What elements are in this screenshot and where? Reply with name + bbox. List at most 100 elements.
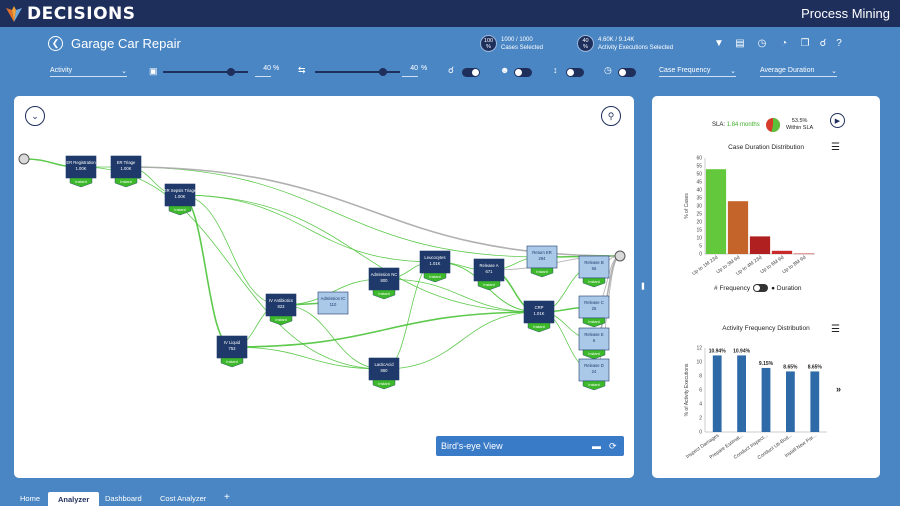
collapse-button[interactable]: ⌄ [25,106,45,126]
tab-add[interactable]: + [224,492,230,503]
node-duration-badge [582,277,606,288]
bar [771,250,793,254]
node-count: 110 [330,302,337,307]
activity-slider[interactable] [163,68,248,76]
executions-selected-stat[interactable]: 40% 4.60K / 9.14K Activity Executions Se… [577,35,673,52]
panel-resize-handle[interactable]: ❚ [640,283,646,290]
help-icon[interactable]: ? [836,38,842,49]
node-duration: Instant [75,180,87,184]
average-duration-select[interactable]: Average Duration⌄ [760,65,837,77]
zoom-search-button[interactable]: ⚲ [601,106,621,126]
bottom-tabs: Home Analyzer Dashboard Cost Analyzer + [0,490,900,506]
node-duration-badge [582,380,606,391]
hamburger-menu-icon[interactable]: ☰ [831,142,840,153]
vertical-toggle[interactable] [566,68,584,77]
copy-icon[interactable]: ❐ [800,38,810,49]
node-duration: Instant [174,208,186,212]
case-duration-title: Case Duration Distribution [728,144,804,151]
node-count: 671 [486,269,494,274]
y-axis-label: % of Cases [684,193,690,219]
vertical-arrows-icon: ↕ [553,65,558,75]
node-count: 25 [592,306,597,311]
node-label: Release B [584,260,604,265]
stopwatch-toggle[interactable] [618,68,636,77]
node-count: 1.01K [430,261,441,266]
timer-icon[interactable]: ◔ [780,38,788,49]
page-title: Garage Car Repair [71,36,181,51]
bar [712,355,722,432]
scroll-right-icon[interactable]: » [836,384,842,394]
y-tick-label: 8 [699,374,702,380]
activity-select[interactable]: Activity⌄ [50,65,127,77]
birds-eye-view-label: Bird's-eye View [441,441,503,451]
graph-edge [231,346,385,370]
back-button[interactable]: ❮ [48,36,63,51]
tab-cost-analyzer[interactable]: Cost Analyzer [160,494,207,503]
share-icon[interactable]: ☌ [819,38,827,49]
case-frequency-select[interactable]: Case Frequency⌄ [659,65,736,77]
network-toggle[interactable] [462,68,480,77]
node-label: Admission IC [321,296,346,301]
y-tick-label: 0 [699,252,702,258]
sla-pie-chart [766,118,780,132]
node-label: IV Liquid [224,340,241,345]
decisions-logo-icon [6,5,22,22]
hamburger-menu-icon[interactable]: ☰ [831,324,840,335]
graph-edge [179,194,540,313]
sla-pie-within [771,118,780,132]
tab-analyzer[interactable]: Analyzer [48,492,100,506]
path-slider-knob[interactable] [379,68,387,76]
share-nodes-icon: ☌ [448,65,455,75]
chevron-down-icon: ⌄ [831,67,837,75]
node-count: 24 [592,369,597,374]
cases-label: Cases Selected [501,44,544,51]
y-tick-label: 4 [699,402,702,408]
node-duration: Instant [588,383,600,387]
frequency-duration-toggle[interactable]: # Frequency ● Duration [714,284,802,292]
logo[interactable]: DECISIONS [4,4,136,24]
users-toggle[interactable] [514,68,532,77]
path-slider-unit: % [421,65,428,72]
bar [705,169,727,254]
data-label: 8.65% [783,364,798,370]
graph-edge [383,311,540,370]
sla-summary: SLA: 1.84 months [712,122,760,128]
activity-slider-knob[interactable] [227,68,235,76]
path-slider-value[interactable]: 40 [402,65,418,77]
y-tick-label: 60 [696,156,702,162]
node-duration: Instant [429,275,441,279]
tab-home[interactable]: Home [20,494,41,503]
play-button[interactable]: ▶ [830,113,845,128]
node-label: Release A [479,263,498,268]
tab-dashboard[interactable]: Dashboard [105,494,142,503]
path-slider[interactable] [315,68,400,76]
refresh-icon[interactable]: ⟳ [609,441,617,451]
x-tick-label: Up to 1M 23d [691,255,719,277]
node-duration: Instant [275,318,287,322]
node-duration: Instant [378,292,390,296]
executions-value: 4.60K / 9.14K [598,36,635,43]
node-label: ER Sepsis Triage [164,188,197,193]
cases-percent-badge: 100% [480,35,497,52]
clock-icon[interactable]: ◷ [757,38,767,49]
report-icon[interactable]: ▤ [735,38,745,49]
chevron-left-icon: ❮ [51,38,60,48]
activity-slider-value[interactable]: 40 [255,65,271,77]
cases-selected-stat[interactable]: 100% 1000 / 1000 Cases Selected [480,35,543,52]
node-duration: Instant [588,280,600,284]
y-tick-label: 45 [696,180,702,186]
bar [793,253,815,255]
hash-icon: # [714,284,718,292]
birds-eye-view-bar[interactable]: Bird's-eye View ▬ ⟳ [436,436,624,456]
minimize-icon[interactable]: ▬ [592,441,601,451]
chevron-down-icon: ⌄ [31,110,39,121]
filter-icon[interactable]: ▼ [714,38,724,49]
y-tick-label: 12 [696,346,702,352]
